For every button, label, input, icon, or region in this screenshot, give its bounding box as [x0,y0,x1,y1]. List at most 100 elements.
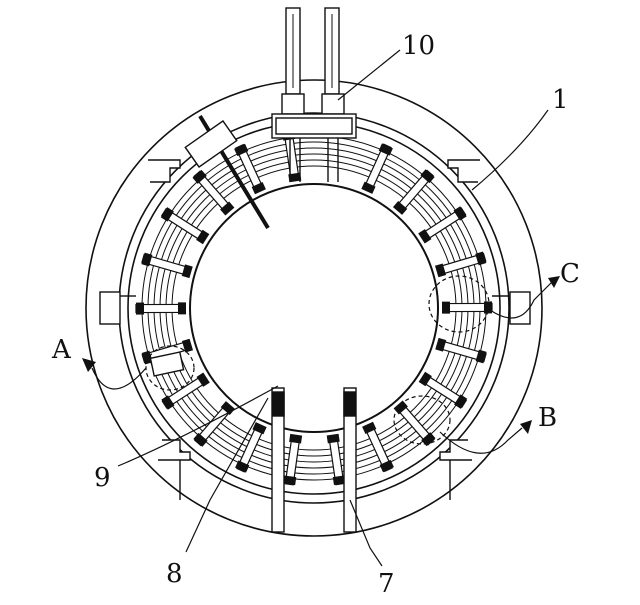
diagonal-rod-block [184,120,238,168]
clamp [392,169,435,215]
clamp-group [135,130,493,486]
terminal-block-right [321,93,345,115]
coil-turn [171,165,457,451]
label-8: 8 [166,559,183,589]
clamp [418,371,468,409]
arrow-b [520,420,532,434]
clamp-nut-inner [393,400,408,415]
leader-10 [337,49,401,101]
clamp-nut-outer [332,475,346,485]
clamp-nut-outer [141,350,153,365]
clamp-nut-inner [288,172,302,183]
clamp-nut-outer [161,395,175,410]
side-lug-left [99,291,121,325]
coil-turn [165,159,463,457]
side-lug-right [509,291,531,325]
top-terminals [271,7,357,182]
clamp [141,252,193,279]
clamp [192,169,235,216]
bottom-post-left-cap [272,391,285,417]
clamp-nut-inner [252,422,267,435]
terminal-block-left [281,93,305,115]
bottom-post-right [343,387,357,533]
bottom-posts [271,387,357,533]
clamp-nut-inner [418,371,432,387]
label-9: 9 [94,463,111,493]
clamp-nut-outer [283,475,297,486]
clamp-nut-outer [141,252,153,267]
detail-circle-c [428,275,490,333]
clamp [161,372,210,410]
clamp-nut-inner [418,229,432,244]
diagonal-rod [184,114,270,230]
leader-arrows [82,276,560,434]
clamp-nut-outer [454,394,468,409]
leader-7 [349,499,383,567]
bracket-bottom-left [158,439,191,461]
bracket-top-right [447,159,480,183]
clamp-nut-outer [475,251,487,266]
label-1: 1 [552,85,569,115]
clamp-nut-outer [234,143,249,157]
clamp-nut-inner [289,433,303,444]
bottom-post-left [271,387,285,533]
clamp-nut-inner [196,372,210,387]
clamp-nut-outer [235,460,250,473]
clamp-nut-inner [434,263,447,278]
coil-turn [159,153,469,463]
terminal-plate-inner [275,117,353,135]
clamp-nut-inner [196,229,210,245]
leader-9 [117,385,279,467]
arrow-c [548,276,560,288]
clamp [326,433,346,486]
detail-circle-b [393,395,451,445]
clamp-nut-outer [420,169,435,184]
coil-turn [153,147,475,469]
coil-turn [141,135,487,481]
coil-winding [141,135,487,481]
left-plate [149,351,185,377]
leader-1 [471,109,549,191]
clamp-nut-outer [160,207,174,222]
clamp [234,143,266,195]
label-b: B [538,403,557,433]
clamp [434,251,487,278]
label-c: C [560,259,580,289]
clamp [441,301,493,314]
clamp-nut-inner [362,421,377,435]
clamp-nut-outer [421,432,436,447]
clamp [435,337,487,364]
clamp-nut-inner [326,433,340,444]
clamp [362,421,394,473]
clamp-nut-inner [361,181,376,194]
bracket-bottom-right [439,439,472,461]
leader-b [439,427,523,454]
clamp-nut-outer [135,302,145,315]
clamp [393,400,436,447]
clamp-nut-outer [379,459,394,473]
clamp-nut-outer [453,206,467,221]
arrow-a [82,358,96,372]
clamp-nut-inner [392,201,408,215]
clamp-nut-inner [181,338,194,353]
label-a: A [51,335,72,365]
label-10: 10 [402,31,435,61]
bottom-post-right-cap [343,391,356,417]
clamp [235,422,267,473]
outer-ring [85,79,543,537]
clamp-nut-outer [378,143,393,156]
clamp [160,207,210,245]
inner-bore [189,183,439,433]
clamp-nut-outer [192,169,207,184]
clamp-nut-inner [181,264,193,279]
leader-8 [185,397,269,553]
clamp-nut-inner [220,201,235,216]
side-brackets [99,159,531,500]
leader-a [91,367,147,390]
clamp-nut-inner [435,337,447,352]
clamp [135,302,187,315]
clamp [361,143,393,194]
leader-c [489,281,553,319]
bracket-top-left [148,159,181,183]
